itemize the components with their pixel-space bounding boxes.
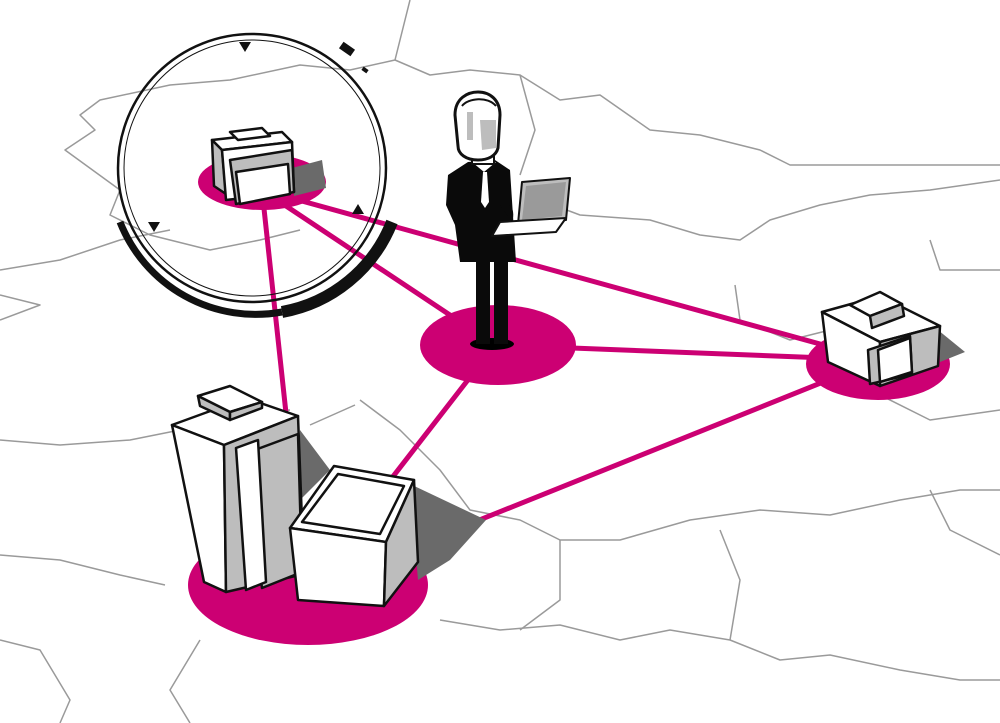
map-region-line <box>309 404 356 426</box>
building-shadow <box>292 160 326 196</box>
building-shadow <box>410 484 486 580</box>
map-region-line <box>64 0 411 251</box>
building-shadow <box>938 330 965 362</box>
small-office-building <box>210 126 326 206</box>
map-region-line <box>394 59 1000 166</box>
map-region-line <box>359 399 1000 541</box>
map-region-line <box>719 529 741 641</box>
magnifier-ring-icon <box>116 32 398 318</box>
map-region-line <box>519 74 536 176</box>
map-region-line <box>539 179 1000 241</box>
map-region-line <box>929 239 1000 271</box>
map-region-line <box>169 639 201 723</box>
laptop-icon <box>491 177 571 237</box>
link-office-to-right <box>259 187 881 363</box>
building-shadow <box>300 430 330 500</box>
headquarters-buildings <box>170 384 486 608</box>
map-region-line <box>0 294 41 321</box>
map-region-line <box>0 554 166 586</box>
map-region-line <box>439 619 1000 681</box>
map-region-line <box>0 229 171 271</box>
right-building <box>820 290 965 388</box>
map-region-line <box>929 489 1000 556</box>
map-region-line <box>0 639 71 723</box>
map-region-line <box>519 540 561 631</box>
